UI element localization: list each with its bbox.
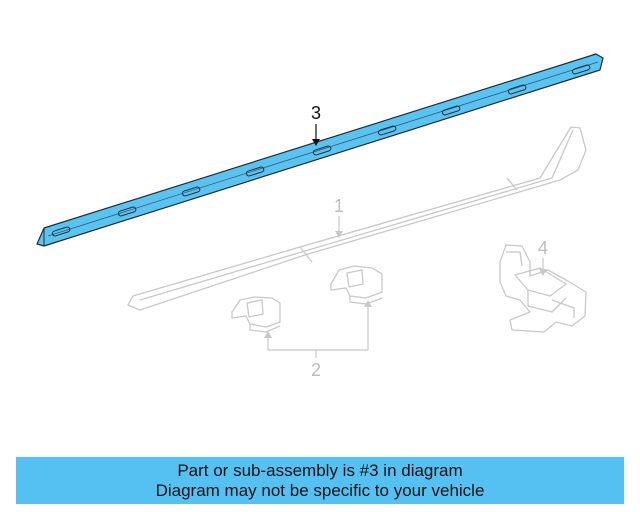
part-2-leader (267, 305, 369, 358)
callout-4[interactable]: 4 (538, 238, 548, 258)
part-4-bracket (499, 244, 587, 333)
part-4-arrowhead (539, 269, 547, 276)
callout-1[interactable]: 1 (334, 196, 344, 216)
parts-diagram: 3 1 4 2 (36, 53, 604, 380)
part-1-arrowhead (335, 231, 343, 238)
part-3-arrowhead (312, 139, 320, 146)
banner-line-1: Part or sub-assembly is #3 in diagram (177, 461, 463, 480)
callout-2[interactable]: 2 (311, 360, 321, 380)
part-1-rocker-panel (127, 126, 587, 311)
part-2-arrowheads (264, 300, 372, 338)
part-2-brackets (231, 265, 383, 333)
part-3-molding[interactable] (36, 53, 604, 247)
info-banner: Part or sub-assembly is #3 in diagram Di… (16, 457, 624, 504)
banner-line-2: Diagram may not be specific to your vehi… (155, 481, 485, 500)
callout-3[interactable]: 3 (311, 103, 321, 123)
